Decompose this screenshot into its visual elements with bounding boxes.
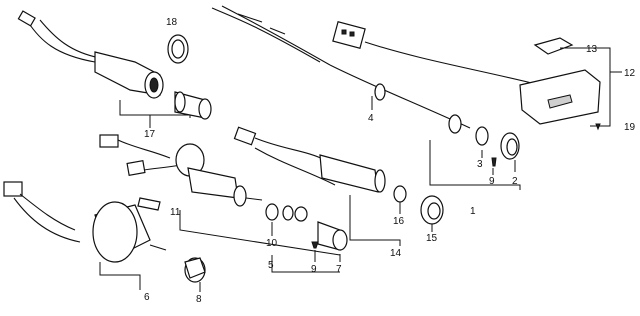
callout-4: 4	[368, 113, 374, 124]
choke-cable-assembly	[211, 5, 471, 134]
callout-9: 9	[489, 176, 495, 187]
cigarette-lighter-assembly	[17, 10, 212, 128]
callout-3: 3	[477, 159, 483, 170]
callout-6: 6	[144, 292, 150, 303]
callout-5: 5	[268, 260, 274, 271]
callout-8: 8	[196, 294, 202, 305]
lamp-socket-assembly	[3, 181, 206, 292]
ignition-switch-assembly	[99, 134, 348, 273]
callout-12: 12	[624, 68, 636, 79]
callout-15: 15	[426, 233, 438, 244]
callout-7: 7	[336, 264, 342, 275]
choke-knob-parts	[429, 126, 521, 190]
callout-13: 13	[586, 44, 598, 55]
callout-17: 17	[144, 129, 156, 140]
callout-9b: 9	[311, 264, 317, 275]
callout-18: 18	[166, 17, 178, 28]
callout-10: 10	[266, 238, 278, 249]
callout-16: 16	[393, 216, 405, 227]
heater-control-assembly	[332, 20, 622, 131]
callout-labels: 18 17 4 13 12 19 3 9 2 1 16 15 14 11 10 …	[144, 17, 636, 305]
callout-14: 14	[390, 248, 402, 259]
callout-2: 2	[512, 176, 518, 187]
accessory-switch-assembly	[233, 126, 444, 246]
callout-19: 19	[624, 122, 636, 133]
callout-11: 11	[170, 207, 181, 218]
callout-1: 1	[470, 206, 476, 217]
